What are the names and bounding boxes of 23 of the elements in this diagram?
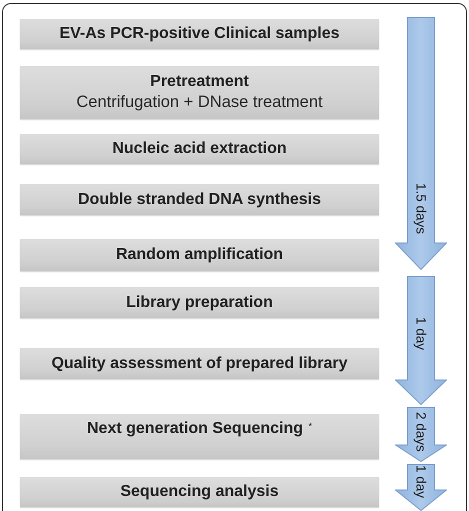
step-title: Library preparation <box>126 292 273 312</box>
process-box <box>20 66 379 119</box>
process-box <box>20 184 379 215</box>
process-box <box>20 134 379 164</box>
step-title: EV-As PCR-positive Clinical samples <box>59 24 340 44</box>
step-title: Pretreatment <box>150 72 249 92</box>
step-description: Centrifugation + DNase treatment <box>76 92 323 113</box>
step-title: Double stranded DNA synthesis <box>78 190 321 210</box>
duration-label: 2 days <box>414 412 428 452</box>
step-title: Sequencing analysis <box>120 482 279 502</box>
step-title: Random amplification <box>116 245 284 265</box>
process-box <box>20 287 379 318</box>
step-title: Quality assessment of prepared library <box>51 354 348 374</box>
process-box <box>20 414 379 459</box>
duration-label: 1.5 days <box>414 183 428 234</box>
step-title: Nucleic acid extraction <box>112 139 287 159</box>
process-box <box>20 348 379 379</box>
process-box <box>20 477 379 507</box>
duration-label: 1 day <box>414 317 428 350</box>
process-box <box>20 239 379 271</box>
step-title: Next generation Sequencing $^{*}$ <box>87 419 312 439</box>
duration-label: 1 day <box>414 465 428 498</box>
process-box <box>20 19 379 49</box>
